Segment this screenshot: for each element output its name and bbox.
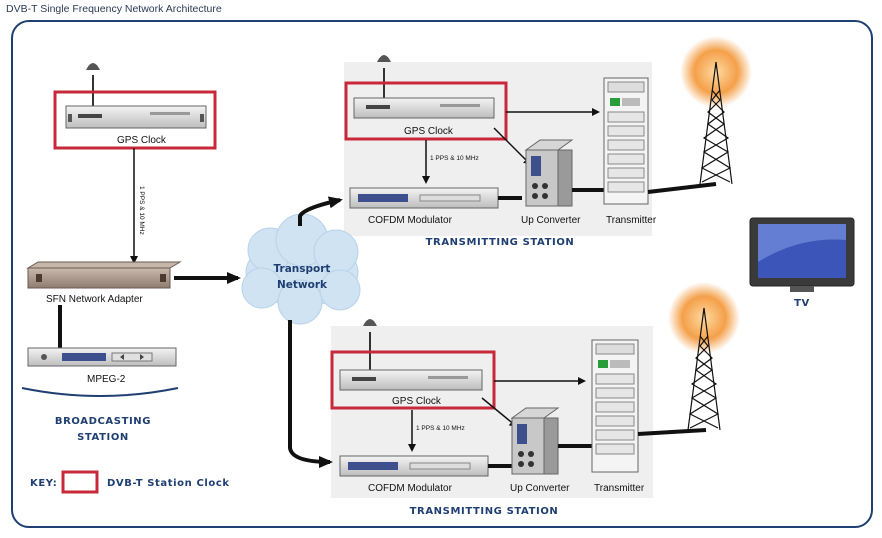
transport-label-2: Network	[277, 279, 328, 291]
clock-to-upconverter-link-2	[481, 397, 518, 428]
key-swatch	[61, 470, 99, 494]
broadcasting-station-label-2: STATION	[77, 432, 129, 443]
gps-antenna-icon	[86, 63, 100, 106]
up-converter-label-1: Up Converter	[521, 215, 581, 226]
tv-icon	[749, 217, 855, 292]
pps-label-station1: 1 PPS & 10 MHz	[430, 155, 479, 162]
transmitter-rack-2	[591, 339, 639, 473]
gps-clock-unit-broadcast	[65, 105, 207, 129]
transmitter-label-1: Transmitter	[606, 215, 657, 226]
diagram-frame	[11, 20, 873, 528]
sfn-adapter-label: SFN Network Adapter	[46, 294, 143, 305]
transmitting-station-label-2: TRANSMITTING STATION	[410, 506, 559, 517]
broadcasting-bracket	[21, 387, 179, 397]
gps-clock-label-station2: GPS Clock	[392, 396, 442, 407]
cofdm-modulator-unit-2	[339, 455, 489, 477]
broadcasting-station-label-1: BROADCASTING	[55, 416, 151, 427]
clock-to-upconverter-link-1	[493, 127, 532, 166]
cofdm-label-2: COFDM Modulator	[368, 483, 453, 494]
tv-label: TV	[794, 298, 810, 309]
tower-icon-2	[668, 282, 740, 431]
transmitting-station-label-1: TRANSMITTING STATION	[426, 237, 575, 248]
transmitter-to-tower-link-2	[637, 428, 707, 436]
transport-network-cloud	[241, 213, 361, 325]
up-converter-unit-2	[510, 407, 560, 475]
key-description: DVB-T Station Clock	[107, 478, 230, 489]
gps-clock-unit-station1	[353, 97, 495, 119]
station-clock-highlight-station1	[344, 81, 508, 141]
pps-label-station2: 1 PPS & 10 MHz	[416, 425, 465, 432]
up-converter-unit-1	[524, 139, 574, 207]
transmitter-rack-1	[603, 77, 649, 205]
pps-label-broadcast: 1 PPS & 10 MHz	[138, 186, 145, 235]
sfn-adapter-unit	[26, 261, 182, 289]
gps-clock-label-station1: GPS Clock	[404, 126, 454, 137]
station-clock-highlight-station2	[330, 350, 496, 410]
gps-clock-unit-station2	[339, 369, 483, 391]
gps-clock-label-broadcast: GPS Clock	[117, 135, 167, 146]
key-label: KEY:	[30, 478, 57, 489]
cofdm-label-1: COFDM Modulator	[368, 215, 453, 226]
transmitter-label-2: Transmitter	[594, 483, 645, 494]
transmitter-to-tower-link-1	[647, 182, 717, 194]
network-to-station1-link	[298, 196, 343, 226]
mpeg2-encoder-unit	[27, 347, 177, 367]
network-to-station2-link	[288, 320, 333, 468]
up-converter-label-2: Up Converter	[510, 483, 570, 494]
cofdm-modulator-unit-1	[349, 187, 499, 209]
tower-icon-1	[680, 36, 752, 185]
transport-label-1: Transport	[274, 263, 331, 275]
station-clock-highlight-broadcast	[53, 90, 217, 150]
diagram-title: DVB-T Single Frequency Network Architect…	[6, 3, 222, 15]
mpeg2-label: MPEG-2	[87, 374, 126, 385]
